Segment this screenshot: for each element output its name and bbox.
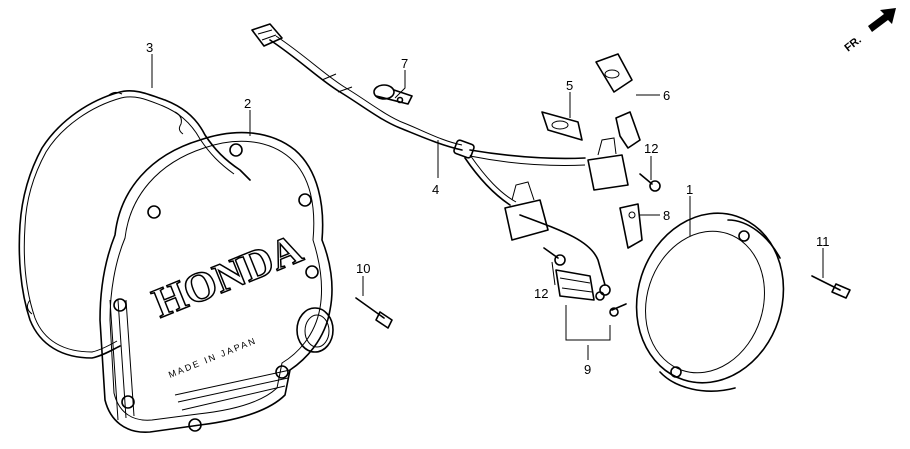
callout-4: 4 <box>432 182 439 197</box>
callout-7: 7 <box>401 56 408 71</box>
front-direction-indicator: FR. <box>842 8 896 54</box>
bolt-cover <box>355 297 393 329</box>
cover-origin-text: MADE IN JAPAN <box>167 335 258 380</box>
pulser-plate <box>541 111 583 141</box>
callout-1: 1 <box>686 182 693 197</box>
bracket-upper <box>595 53 641 149</box>
bracket-lower <box>619 203 643 249</box>
bracket-9 <box>565 305 611 341</box>
wire-clamp <box>373 84 413 105</box>
front-arrow-icon <box>868 8 896 32</box>
callout-12-lower: 12 <box>534 286 548 301</box>
callout-2: 2 <box>244 96 251 111</box>
screw-upper <box>639 173 661 192</box>
oil-pressure-switch <box>555 269 627 317</box>
callout-10: 10 <box>356 261 370 276</box>
callout-8: 8 <box>663 208 670 223</box>
pulse-generator-cover <box>635 212 785 392</box>
bolt-pulse-cover <box>811 275 851 299</box>
leader-lines <box>151 54 824 360</box>
callout-9: 9 <box>584 362 591 377</box>
callout-6: 6 <box>663 88 670 103</box>
callout-3: 3 <box>146 40 153 55</box>
callout-5: 5 <box>566 78 573 93</box>
cover-brand-text: HONDA <box>147 226 310 327</box>
pulse-generator-harness <box>251 23 629 296</box>
screw-lower <box>543 247 566 266</box>
left-crankcase-cover: HONDA MADE IN JAPAN <box>99 131 334 433</box>
callout-12-upper: 12 <box>644 141 658 156</box>
front-label: FR. <box>842 34 863 54</box>
callout-11: 11 <box>816 234 830 249</box>
gasket <box>18 90 251 359</box>
